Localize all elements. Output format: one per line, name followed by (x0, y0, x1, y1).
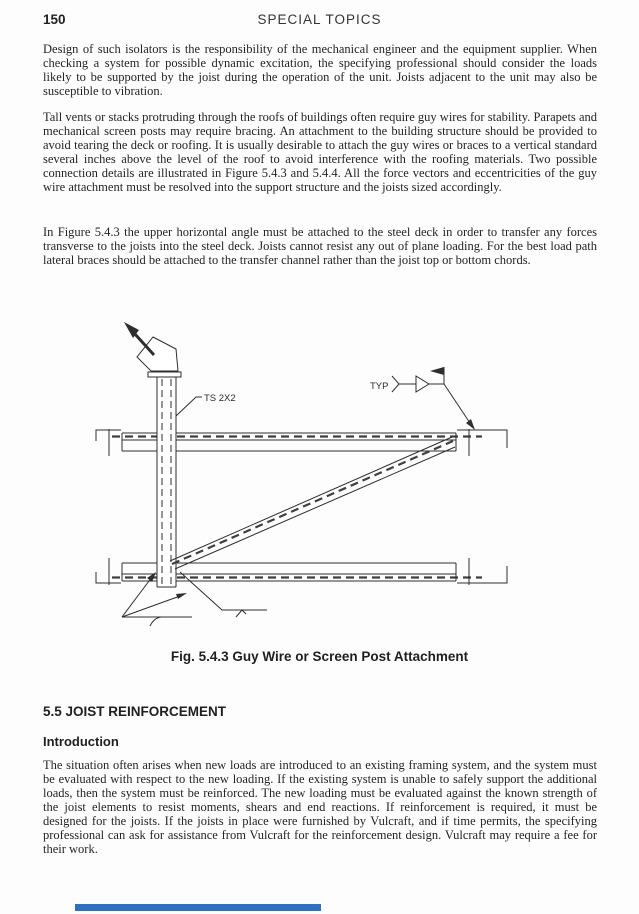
typ-label-text: TYP (370, 381, 388, 392)
guy-wire-attachment-diagram: TS 2X2 TYP (95, 322, 508, 627)
guy-wire-arrow (124, 322, 156, 357)
subsection-heading-introduction: Introduction (43, 734, 119, 749)
bottom-blue-bar (75, 904, 321, 911)
page-number: 150 (43, 12, 66, 27)
vertical-post-ts2x2 (156, 377, 177, 588)
page-header-title: SPECIAL TOPICS (257, 12, 382, 27)
end-brackets (95, 429, 508, 585)
bottom-chord-rail (112, 562, 482, 582)
paragraph-angle-attachment: In Figure 5.4.3 the upper horizontal ang… (43, 225, 597, 267)
diagonal-brace (169, 436, 456, 570)
paragraph-isolators: Design of such isolators is the responsi… (43, 42, 597, 98)
figure-caption: Fig. 5.4.3 Guy Wire or Screen Post Attac… (170, 649, 469, 664)
bottom-weld-leaders (121, 571, 267, 627)
ts2x2-label: TS 2X2 (175, 393, 236, 417)
paragraph-reinforcement-intro: The situation often arises when new load… (43, 758, 597, 856)
paragraph-guy-wires: Tall vents or stacks protruding through … (43, 110, 597, 194)
ts2x2-label-text: TS 2X2 (204, 393, 236, 404)
section-heading-joist-reinforcement: 5.5 JOIST REINFORCEMENT (43, 704, 227, 719)
typ-weld-symbol: TYP (370, 367, 475, 430)
top-chord-rail (112, 432, 482, 452)
